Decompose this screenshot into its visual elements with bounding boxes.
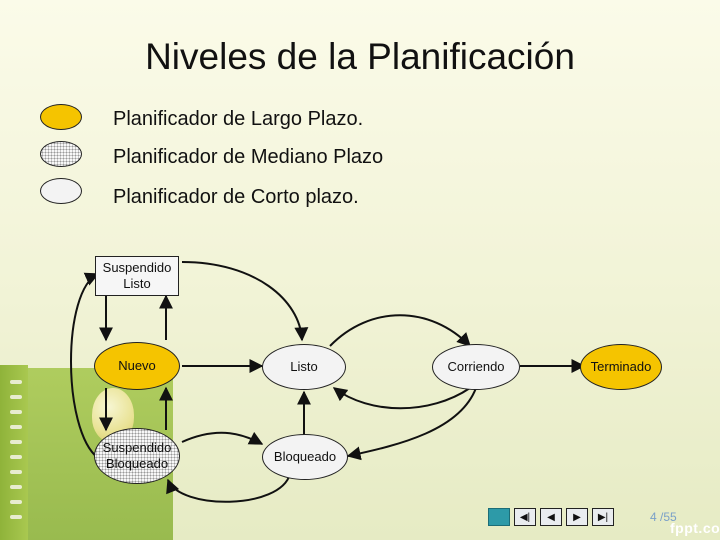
arrow-suspendido-listo-to-listo (181, 261, 309, 342)
next-icon[interactable]: ▶ (566, 508, 588, 526)
slide-navigation: ◀| ◀ ▶ ▶| (488, 508, 614, 526)
brand-watermark: fppt.com (670, 520, 720, 536)
legend-label-long-term: Planificador de Largo Plazo. (113, 108, 364, 130)
arrow-corriendo-to-bloqueado (346, 387, 477, 461)
node-suspendido-listo: Suspendido Listo (95, 256, 179, 296)
first-icon[interactable] (488, 508, 510, 526)
node-nuevo: Nuevo (94, 342, 180, 390)
legend-oval-medium-term (40, 141, 82, 167)
legend-label-short-term: Planificador de Corto plazo. (113, 186, 359, 208)
arrow-suspendido-bloqueado-to-suspendido-listo (70, 272, 100, 459)
node-listo: Listo (262, 344, 346, 390)
previous-icon[interactable]: ◀ (540, 508, 562, 526)
previous-section-icon[interactable]: ◀| (514, 508, 536, 526)
arrow-bloqueado-to-suspendido-bloqueado (166, 473, 291, 503)
page-number: 4 /55 (650, 510, 677, 524)
legend-oval-long-term (40, 104, 82, 130)
last-icon[interactable]: ▶| (592, 508, 614, 526)
legend-oval-short-term (40, 178, 82, 204)
decorative-rings (10, 380, 22, 530)
node-corriendo: Corriendo (432, 344, 520, 390)
legend-label-medium-term: Planificador de Mediano Plazo (113, 146, 384, 168)
arrow-suspendido-bloqueado-to-bloqueado (181, 431, 264, 445)
decorative-strip (0, 365, 28, 540)
node-terminado: Terminado (580, 344, 662, 390)
arrow-corriendo-to-listo (332, 387, 471, 410)
arrow-listo-to-corriendo (329, 314, 471, 348)
node-bloqueado: Bloqueado (262, 434, 348, 480)
page-title: Niveles de la Planificación (145, 36, 575, 77)
node-suspendido-bloqueado: Suspendido Bloqueado (94, 428, 180, 484)
